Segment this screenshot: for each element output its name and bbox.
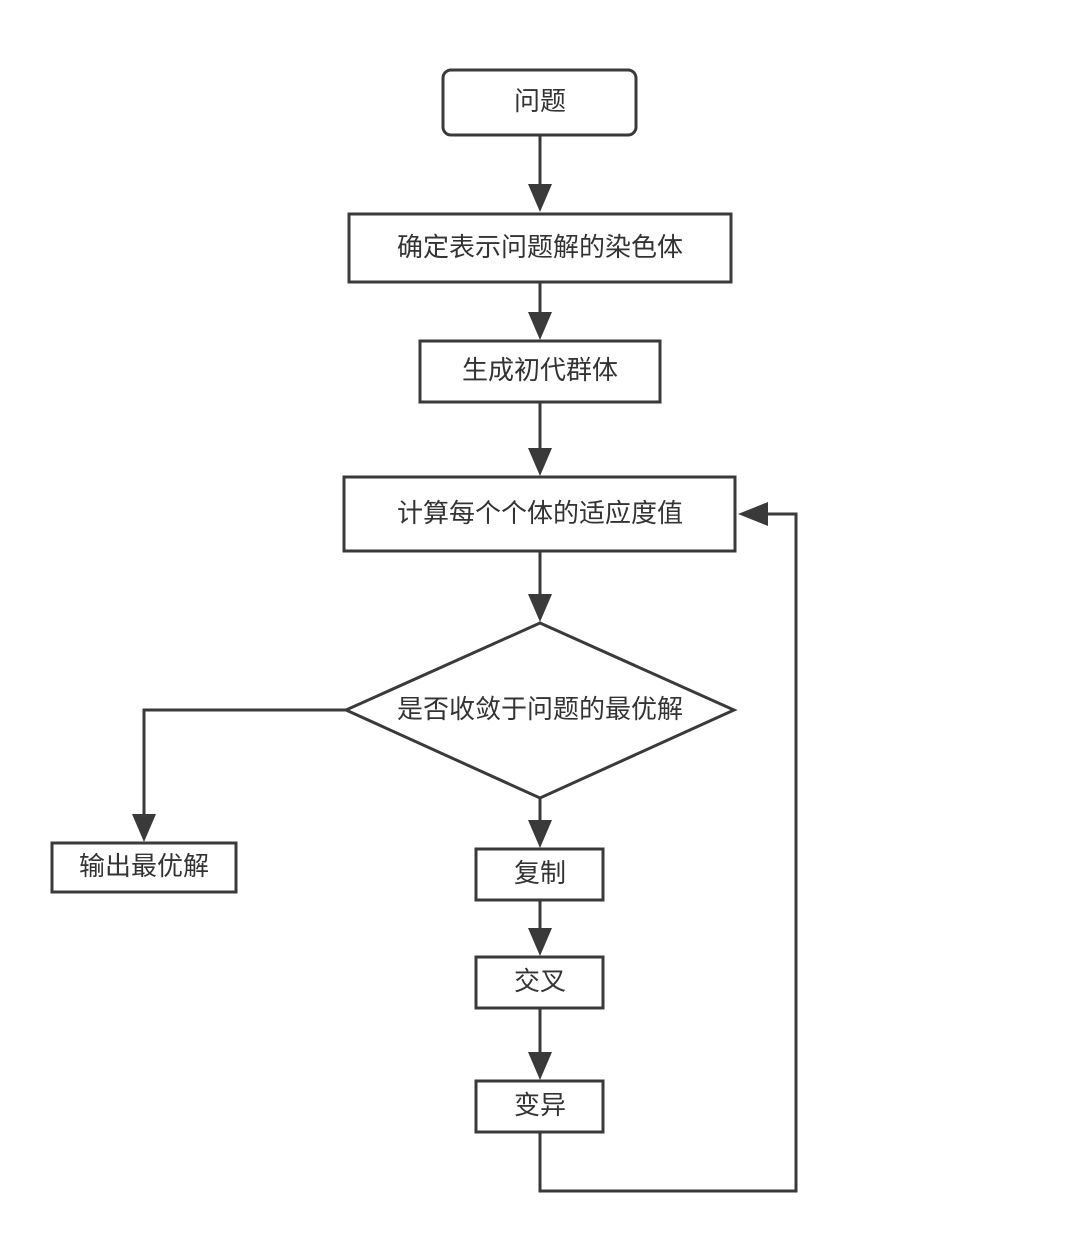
- node-selection-box: [474, 847, 605, 902]
- node-fitness-box: [342, 475, 737, 553]
- arrowhead-init: [528, 312, 552, 340]
- node-mutation-box: [474, 1079, 605, 1134]
- node-encoding-box: [347, 212, 733, 284]
- node-fitness-label: 计算每个个体的适应度值: [397, 499, 683, 529]
- node-crossover-box: [474, 955, 605, 1010]
- edge-mutation-loop-back: [538, 512, 798, 1193]
- node-init-population-label: 生成初代群体: [462, 356, 618, 386]
- node-init-population-box: [418, 339, 662, 404]
- edge-check-to-output: [142, 708, 346, 818]
- arrowhead-fitness: [528, 448, 552, 476]
- node-output-best: 输出最优解: [50, 841, 238, 894]
- arrowhead-check: [528, 594, 552, 622]
- node-fitness: 计算每个个体的适应度值: [342, 475, 737, 553]
- arrowhead-crossover: [528, 928, 552, 956]
- node-output-best-label: 输出最优解: [79, 852, 209, 882]
- node-mutation: 变异: [474, 1079, 605, 1134]
- edges: [132, 135, 798, 1193]
- arrowhead-loop-back: [738, 502, 768, 526]
- node-selection: 复制: [474, 847, 605, 902]
- node-mutation-label: 变异: [514, 1091, 566, 1121]
- node-problem-box: [441, 68, 638, 137]
- node-crossover: 交叉: [474, 955, 605, 1010]
- nodes: 问题 确定表示问题解的染色体 生成初代群体 计算每个个体的适应度值 是否收敛于问…: [50, 68, 738, 1134]
- node-convergence-check-diamond: [342, 621, 738, 800]
- arrowhead-encoding: [528, 184, 552, 212]
- arrowhead-output: [132, 814, 156, 842]
- node-problem: 问题: [441, 68, 638, 137]
- node-init-population: 生成初代群体: [418, 339, 662, 404]
- node-problem-label: 问题: [514, 87, 566, 117]
- node-convergence-check: 是否收敛于问题的最优解: [342, 621, 738, 800]
- arrowhead-selection: [528, 820, 552, 848]
- node-encoding: 确定表示问题解的染色体: [347, 212, 733, 284]
- node-convergence-check-label: 是否收敛于问题的最优解: [397, 695, 683, 725]
- node-encoding-label: 确定表示问题解的染色体: [397, 233, 683, 263]
- arrowhead-mutation: [528, 1052, 552, 1080]
- node-selection-label: 复制: [514, 859, 566, 889]
- node-crossover-label: 交叉: [514, 967, 566, 997]
- node-output-best-box: [50, 841, 238, 894]
